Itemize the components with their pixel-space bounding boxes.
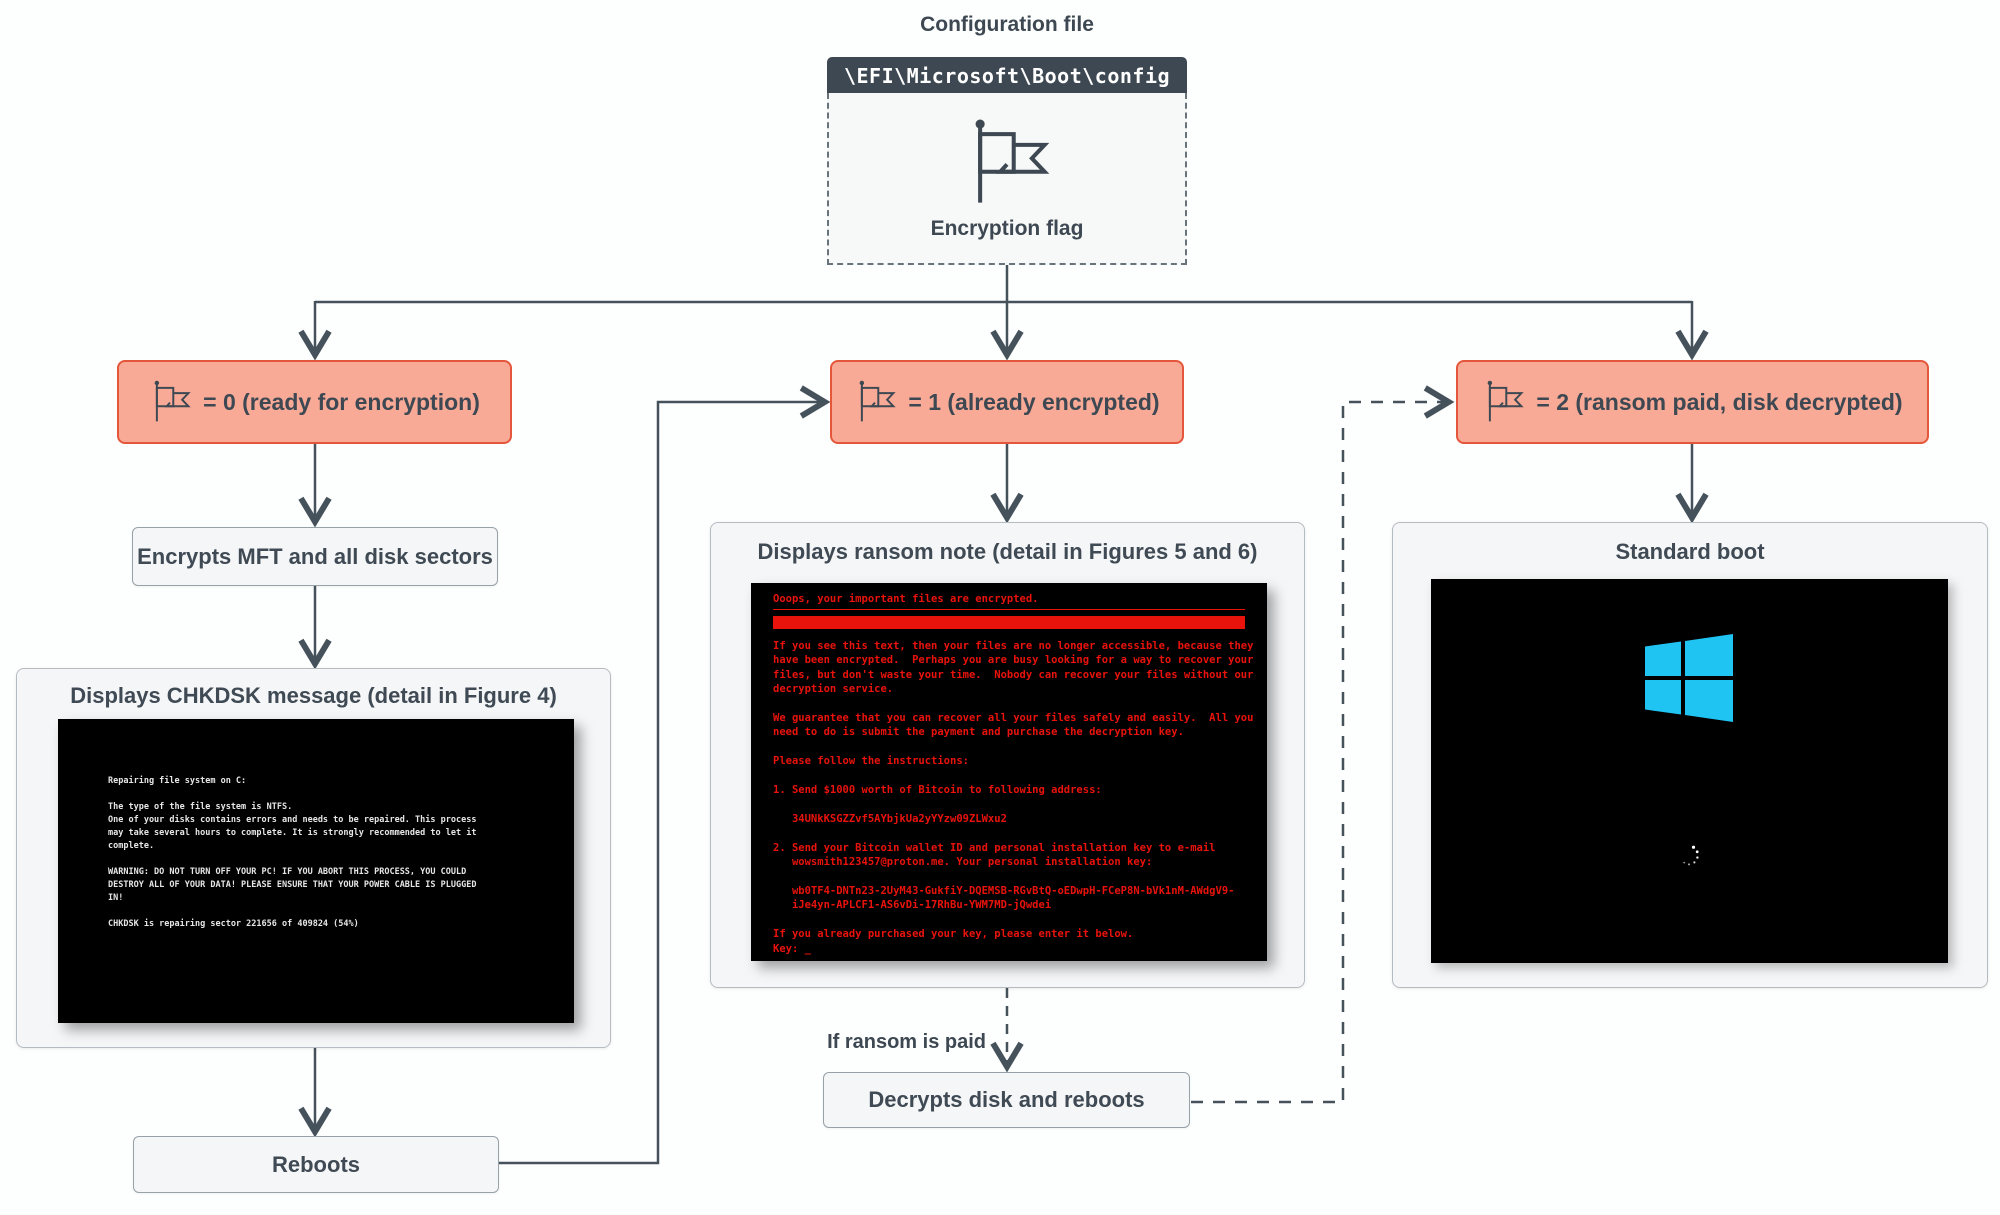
flag-state-2-label: = 2 (ransom paid, disk decrypted): [1536, 388, 1903, 415]
ransom-screen-text: If you see this text, then your files ar…: [773, 640, 1254, 955]
configuration-file-title: Configuration file: [920, 13, 1094, 36]
ransom-screen-headline: Ooops, your important files are encrypte…: [773, 593, 1245, 610]
flag-state-2-box: = 2 (ransom paid, disk decrypted): [1456, 360, 1929, 444]
boot-spinner-icon: [1683, 845, 1699, 866]
ransom-panel-title: Displays ransom note (detail in Figures …: [757, 539, 1258, 564]
chkdsk-panel: Displays CHKDSK message (detail in Figur…: [16, 668, 611, 1048]
standard-boot-title: Standard boot: [1615, 539, 1765, 564]
encrypts-mft-step: Encrypts MFT and all disk sectors: [132, 527, 498, 586]
windows-logo-icon: [1645, 634, 1733, 722]
boot-screen: [1431, 579, 1948, 963]
config-file-box: \EFI\Microsoft\Boot\config Encryption fl…: [827, 57, 1187, 265]
flag-icon: [854, 378, 896, 424]
flag-icon: [149, 378, 191, 424]
reboots-step: Reboots: [133, 1136, 499, 1193]
flag-state-0-label: = 0 (ready for encryption): [203, 388, 480, 415]
chkdsk-panel-title: Displays CHKDSK message (detail in Figur…: [70, 683, 557, 708]
encryption-flag-label: Encryption flag: [930, 217, 1084, 240]
config-path-header: \EFI\Microsoft\Boot\config: [827, 57, 1187, 94]
chkdsk-screen: Repairing file system on C: The type of …: [58, 719, 574, 1023]
ransom-red-bar: [773, 616, 1245, 629]
ransom-note-panel: Displays ransom note (detail in Figures …: [710, 522, 1305, 988]
flag-state-1-box: = 1 (already encrypted): [830, 360, 1184, 444]
chkdsk-screen-text: Repairing file system on C: The type of …: [108, 776, 477, 929]
standard-boot-panel: Standard boot: [1392, 522, 1988, 988]
config-box-body: Encryption flag: [827, 93, 1187, 265]
ransom-screen: Ooops, your important files are encrypte…: [751, 583, 1267, 961]
if-ransom-paid-label: If ransom is paid: [827, 1031, 986, 1053]
encryption-flag-icon: [964, 115, 1050, 207]
decrypts-disk-step: Decrypts disk and reboots: [823, 1072, 1190, 1128]
flag-state-1-label: = 1 (already encrypted): [908, 388, 1160, 415]
flag-state-0-box: = 0 (ready for encryption): [117, 360, 512, 444]
flag-icon: [1482, 378, 1524, 424]
